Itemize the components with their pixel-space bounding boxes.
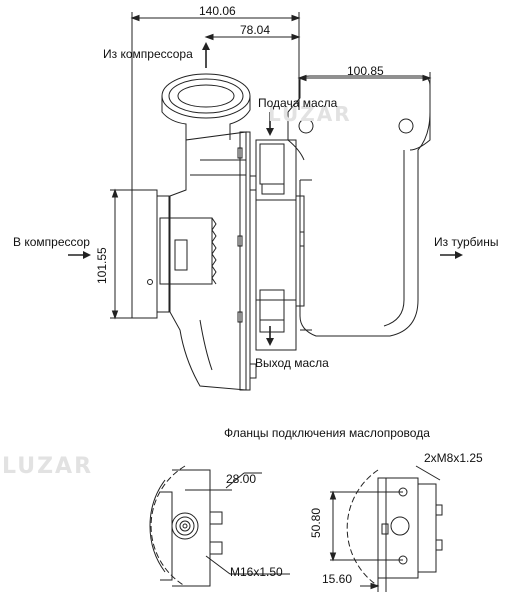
bearing-housing: [255, 139, 305, 351]
compressor-housing: [169, 131, 257, 391]
dimension-flange-height: 50.80: [309, 507, 323, 538]
label-from-turbine: Из турбины: [434, 235, 499, 249]
dimension-turbine-width: 100.85: [347, 64, 384, 78]
label-from-compressor: Из компрессора: [103, 47, 193, 61]
turbine-housing: [287, 75, 431, 337]
compressor-inlet: [120, 189, 217, 319]
label-oil-supply: Подача масла: [258, 96, 338, 110]
flanges-title: Фланцы подключения маслопровода: [224, 426, 430, 440]
dimension-thread: M16x1.50: [230, 565, 283, 579]
label-to-compressor: В компрессор: [13, 235, 90, 249]
dimension-flange-small: 28.00: [226, 472, 257, 486]
compressor-outlet: [161, 73, 251, 140]
watermark-logo-left: LUZAR: [2, 454, 94, 479]
dimension-flange-bolts: 2xM8x1.25: [424, 451, 483, 465]
dimension-height: 101.55: [95, 247, 109, 284]
dimension-center-offset: 78.04: [240, 23, 271, 37]
label-oil-drain: Выход масла: [255, 356, 329, 370]
dimension-total-width: 140.06: [199, 4, 236, 18]
flow-arrows: [68, 42, 463, 346]
watermark-logo-center: LUZAR: [268, 102, 352, 126]
oil-flange-detail-right: [329, 465, 443, 592]
dimension-flange-offset: 15.60: [322, 572, 353, 586]
oil-flange-detail-left: [149, 465, 290, 587]
